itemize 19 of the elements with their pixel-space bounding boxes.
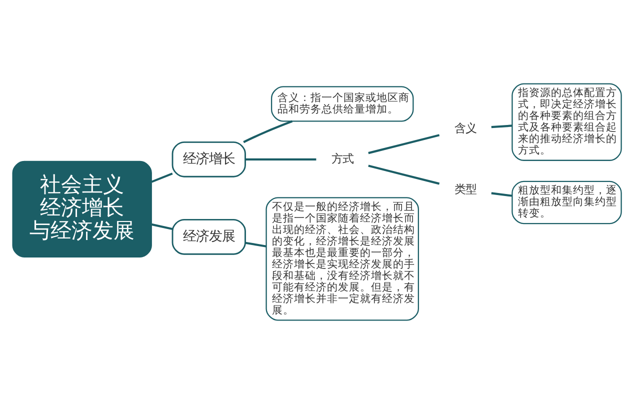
connector xyxy=(245,242,266,248)
node-box: 经济增长 xyxy=(172,141,246,178)
node-text: 含义 xyxy=(454,120,476,135)
connector xyxy=(243,120,293,144)
node-box: 粗放型和集约型，逐渐由粗放型向集约型转变。 xyxy=(512,180,622,224)
connector xyxy=(491,192,512,197)
node-box: 含义：指一个国家或地区商品和劳务总供给量增加。 xyxy=(270,86,414,122)
node-text: 类型 xyxy=(454,182,476,196)
node-box: 社会主义 经济增长 与经济发展 xyxy=(12,160,152,258)
node-text: 方式 xyxy=(331,151,354,166)
connector xyxy=(151,223,173,230)
connector xyxy=(245,158,316,160)
connector xyxy=(368,134,440,154)
connector xyxy=(491,124,512,128)
connector xyxy=(368,164,440,185)
node-box: 不仅是一般的经济增长，而且是指一个国家随着经济增长而出现的经济、社会、政治结构的变化，经济增长是经济发展最基本也是最重要的一部分，经济增长是实现经济发展的手段和基础，没有经济增长就不可能有经济的发展。但是，有经济增长并非一定就有经济发展。 xyxy=(266,197,419,321)
connector xyxy=(151,172,173,183)
node-box: 经济发展 xyxy=(172,218,246,255)
node-box: 指资源的总体配置方式，即决定经济增长的各种要素的组合方式及各种要素组合起来的推动经济增长的方式。 xyxy=(512,83,622,161)
